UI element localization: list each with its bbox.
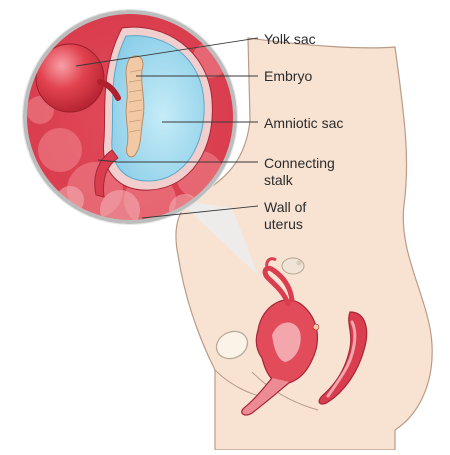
- embryo-in-uterus: [312, 323, 320, 331]
- yolk-sac: [35, 43, 105, 113]
- leader-connecting-stalk: [97, 159, 258, 163]
- label-connecting-stalk-line2: stalk: [264, 172, 293, 188]
- leader-yolk-sac: [75, 37, 259, 67]
- magnifier-cone: [178, 200, 258, 275]
- rectum-lumen: [326, 320, 357, 398]
- label-yolk-sac: Yolk sac: [264, 31, 316, 47]
- label-wall-of-uterus-line1: Wall of: [264, 199, 307, 215]
- label-wall-of-uterus-line2: uterus: [264, 216, 303, 232]
- label-amniotic-sac: Amniotic sac: [264, 115, 344, 131]
- label-wall-of-uterus: Wall of uterus: [264, 199, 306, 233]
- uterine-cavity: [272, 322, 301, 362]
- leader-wall-of-uterus: [141, 205, 259, 219]
- leader-lines: [75, 37, 259, 219]
- fallopian-tube: [262, 265, 295, 307]
- magnifier-ring: [23, 10, 237, 224]
- label-connecting-stalk-line1: Connecting: [264, 155, 335, 171]
- buttock-fold: [251, 371, 319, 411]
- ovary-follicle: [296, 260, 302, 266]
- label-embryo: Embryo: [264, 68, 313, 84]
- label-connecting-stalk: Connecting stalk: [264, 155, 335, 189]
- fimbriae: [265, 257, 277, 271]
- cervix-vagina: [241, 377, 291, 416]
- ovary: [281, 257, 305, 275]
- bladder: [215, 330, 249, 360]
